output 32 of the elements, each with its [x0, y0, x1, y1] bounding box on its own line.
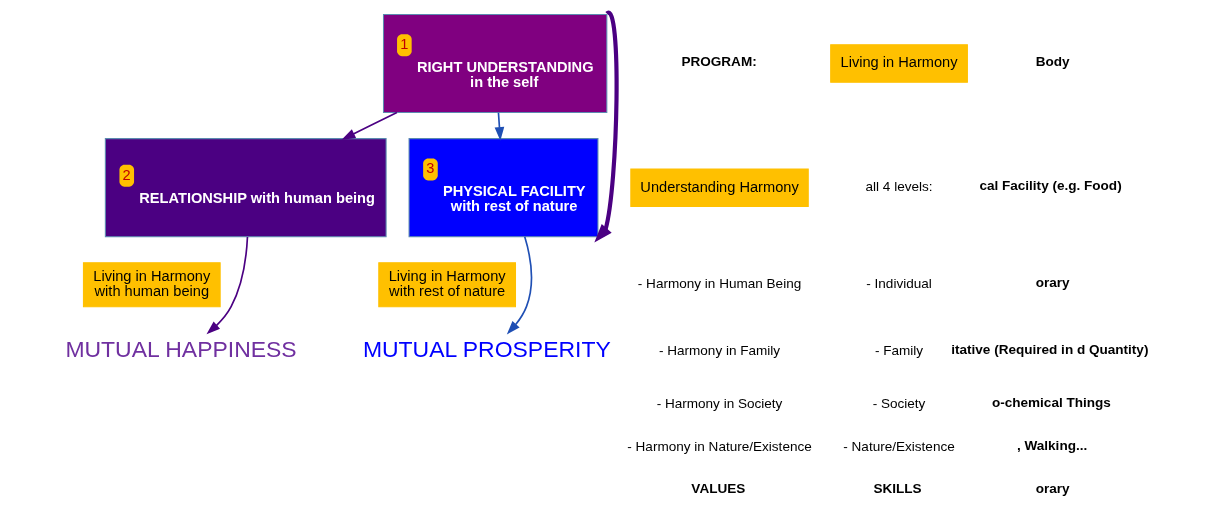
- label: - Individual: [865, 276, 932, 292]
- label: orary: [1035, 480, 1070, 496]
- node-box: 2 RELATIONSHIP with human being: [104, 138, 387, 238]
- label: all 4 levels:: [865, 179, 933, 195]
- node-box: Living in Harmony: [829, 44, 968, 83]
- node-box: Understanding Harmony: [629, 168, 809, 207]
- label: o-chemical Things: [991, 395, 1111, 411]
- arrow: [506, 236, 532, 335]
- node-text: MUTUAL HAPPINESS: [64, 336, 297, 363]
- label: - Society: [872, 396, 925, 412]
- arrow: [341, 111, 398, 140]
- label: - Nature/Existence: [842, 439, 955, 455]
- node-box: 3 PHYSICAL FACILITY with rest of nature: [408, 138, 598, 238]
- label: PROGRAM:: [680, 54, 757, 69]
- label: SKILLS: [872, 480, 922, 496]
- label: cal Facility (e.g. Food): [978, 178, 1122, 194]
- label: - Family: [874, 343, 923, 359]
- node-box: Living in Harmony with human being: [82, 262, 221, 308]
- label: - Harmony in Human Being: [637, 276, 801, 292]
- node-box: Living in Harmony with rest of nature: [377, 262, 516, 308]
- node-text: MUTUAL PROSPERITY: [362, 336, 611, 363]
- label: VALUES: [690, 480, 745, 496]
- label: - Harmony in Nature/Existence: [626, 439, 812, 455]
- label: itative (Required in d Quantity): [950, 342, 1148, 358]
- label: , Walking...: [1016, 438, 1087, 454]
- label: orary: [1035, 275, 1070, 291]
- arrow: [206, 236, 248, 335]
- label: - Harmony in Society: [656, 396, 782, 412]
- arrow: [494, 111, 504, 141]
- node-box: 1 RIGHT UNDERSTANDING in the self: [382, 13, 607, 114]
- label: - Harmony in Family: [658, 343, 780, 359]
- label: Body: [1035, 54, 1070, 69]
